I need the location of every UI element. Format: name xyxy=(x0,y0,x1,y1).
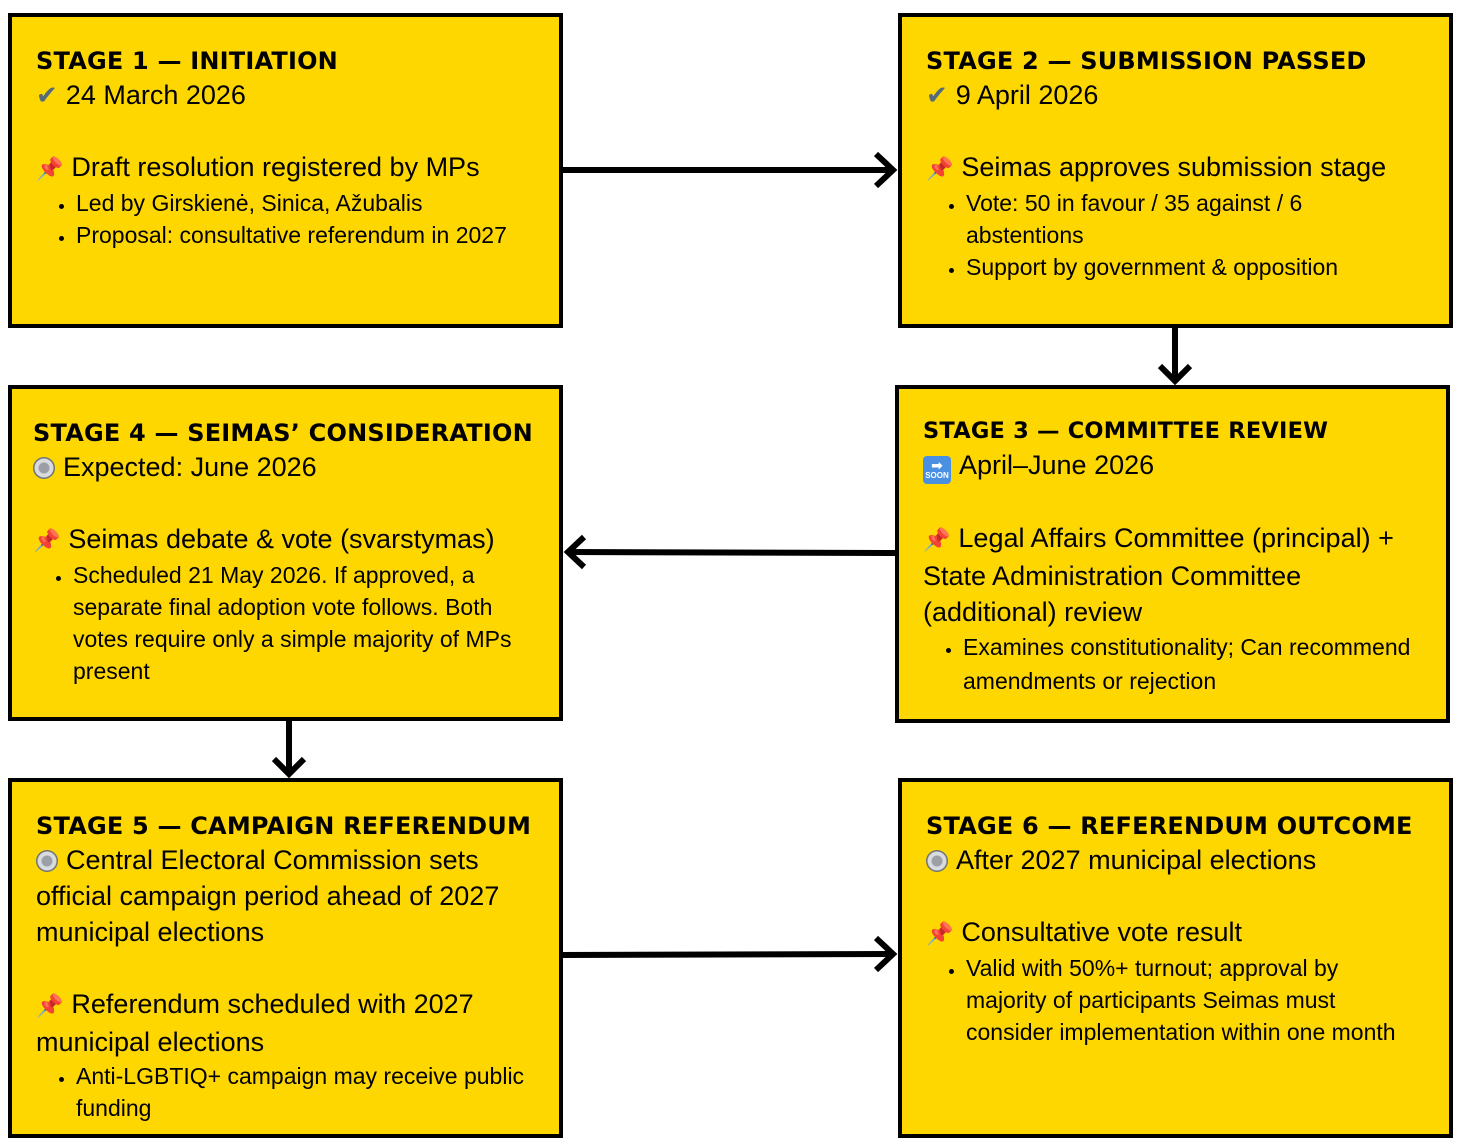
pushpin-icon: 📌 xyxy=(923,527,951,552)
stage-heading: 📌Legal Affairs Committee (principal) + S… xyxy=(923,523,1394,627)
stage-title: STAGE 2 — SUBMISSION PASSED xyxy=(926,47,1367,75)
stage-title: STAGE 3 — COMMITTEE REVIEW xyxy=(923,418,1329,444)
list-item: Led by Girskienė, Sinica, Ažubalis xyxy=(76,187,535,219)
stage-status: After 2027 municipal elections xyxy=(926,842,1425,878)
stage-2-box: STAGE 2 — SUBMISSION PASSED ✔9 April 202… xyxy=(898,13,1453,328)
stage-status: Expected: June 2026 xyxy=(33,449,535,485)
stage-heading: 📌Seimas approves submission stage xyxy=(926,149,1425,187)
list-item: Anti-LGBTIQ+ campaign may receive public… xyxy=(76,1060,535,1124)
check-icon: ✔ xyxy=(926,80,948,110)
stage-bullets: Examines constitutionality; Can recommen… xyxy=(923,630,1422,698)
stage-4-box: STAGE 4 — SEIMAS’ CONSIDERATION Expected… xyxy=(8,385,563,721)
stage-bullets: Valid with 50%+ turnout; approval by maj… xyxy=(926,952,1425,1048)
stage-bullets: Led by Girskienė, Sinica, Ažubalis Propo… xyxy=(36,187,535,251)
stage-heading: 📌Draft resolution registered by MPs xyxy=(36,149,535,187)
stage-6-box: STAGE 6 — REFERENDUM OUTCOME After 2027 … xyxy=(898,778,1453,1138)
arrow-stage2-to-stage3-head xyxy=(1157,363,1193,386)
pushpin-icon: 📌 xyxy=(36,156,64,181)
pushpin-icon: 📌 xyxy=(36,993,64,1018)
arrow-stage1-to-stage2-head xyxy=(873,151,898,189)
stage-5-box: STAGE 5 — CAMPAIGN REFERENDUM Central El… xyxy=(8,778,563,1138)
stage-status: ✔24 March 2026 xyxy=(36,77,535,113)
check-icon: ✔ xyxy=(36,80,58,110)
radio-button-icon xyxy=(926,850,948,872)
stage-status: Central Electoral Commission sets offici… xyxy=(36,845,500,947)
list-item: Proposal: consultative referendum in 202… xyxy=(76,219,535,251)
list-item: Vote: 50 in favour / 35 against / 6 abst… xyxy=(966,187,1425,251)
stage-heading: 📌Consultative vote result xyxy=(926,914,1425,952)
pushpin-icon: 📌 xyxy=(33,528,61,553)
arrow-stage5-to-stage6-head xyxy=(873,935,898,973)
arrow-stage3-to-stage4 xyxy=(567,549,896,556)
stage-bullets: Vote: 50 in favour / 35 against / 6 abst… xyxy=(926,187,1425,283)
radio-button-icon xyxy=(36,850,58,872)
list-item: Examines constitutionality; Can recommen… xyxy=(963,630,1422,698)
stage-title: STAGE 4 — SEIMAS’ CONSIDERATION xyxy=(33,419,533,447)
arrow-stage5-to-stage6 xyxy=(561,951,894,958)
stage-heading: 📌Referendum scheduled with 2027 municipa… xyxy=(36,989,474,1057)
list-item: Support by government & opposition xyxy=(966,251,1425,283)
stage-bullets: Anti-LGBTIQ+ campaign may receive public… xyxy=(36,1060,535,1124)
arrow-stage4-to-stage5-head xyxy=(271,756,307,779)
arrow-stage3-to-stage4-head xyxy=(563,534,587,570)
stage-title: STAGE 1 — INITIATION xyxy=(36,47,338,75)
soon-arrow-icon: ➡SOON xyxy=(923,456,951,484)
pushpin-icon: 📌 xyxy=(926,921,954,946)
radio-button-icon xyxy=(33,457,55,479)
stage-bullets: Scheduled 21 May 2026. If approved, a se… xyxy=(33,559,535,687)
stage-status: ✔9 April 2026 xyxy=(926,77,1425,113)
stage-heading: 📌Seimas debate & vote (svarstymas) xyxy=(33,521,535,559)
list-item: Scheduled 21 May 2026. If approved, a se… xyxy=(73,559,535,687)
stage-title: STAGE 5 — CAMPAIGN REFERENDUM xyxy=(36,812,532,840)
stage-title: STAGE 6 — REFERENDUM OUTCOME xyxy=(926,812,1413,840)
list-item: Valid with 50%+ turnout; approval by maj… xyxy=(966,952,1425,1048)
stage-1-box: STAGE 1 — INITIATION ✔24 March 2026 📌Dra… xyxy=(8,13,563,328)
pushpin-icon: 📌 xyxy=(926,156,954,181)
